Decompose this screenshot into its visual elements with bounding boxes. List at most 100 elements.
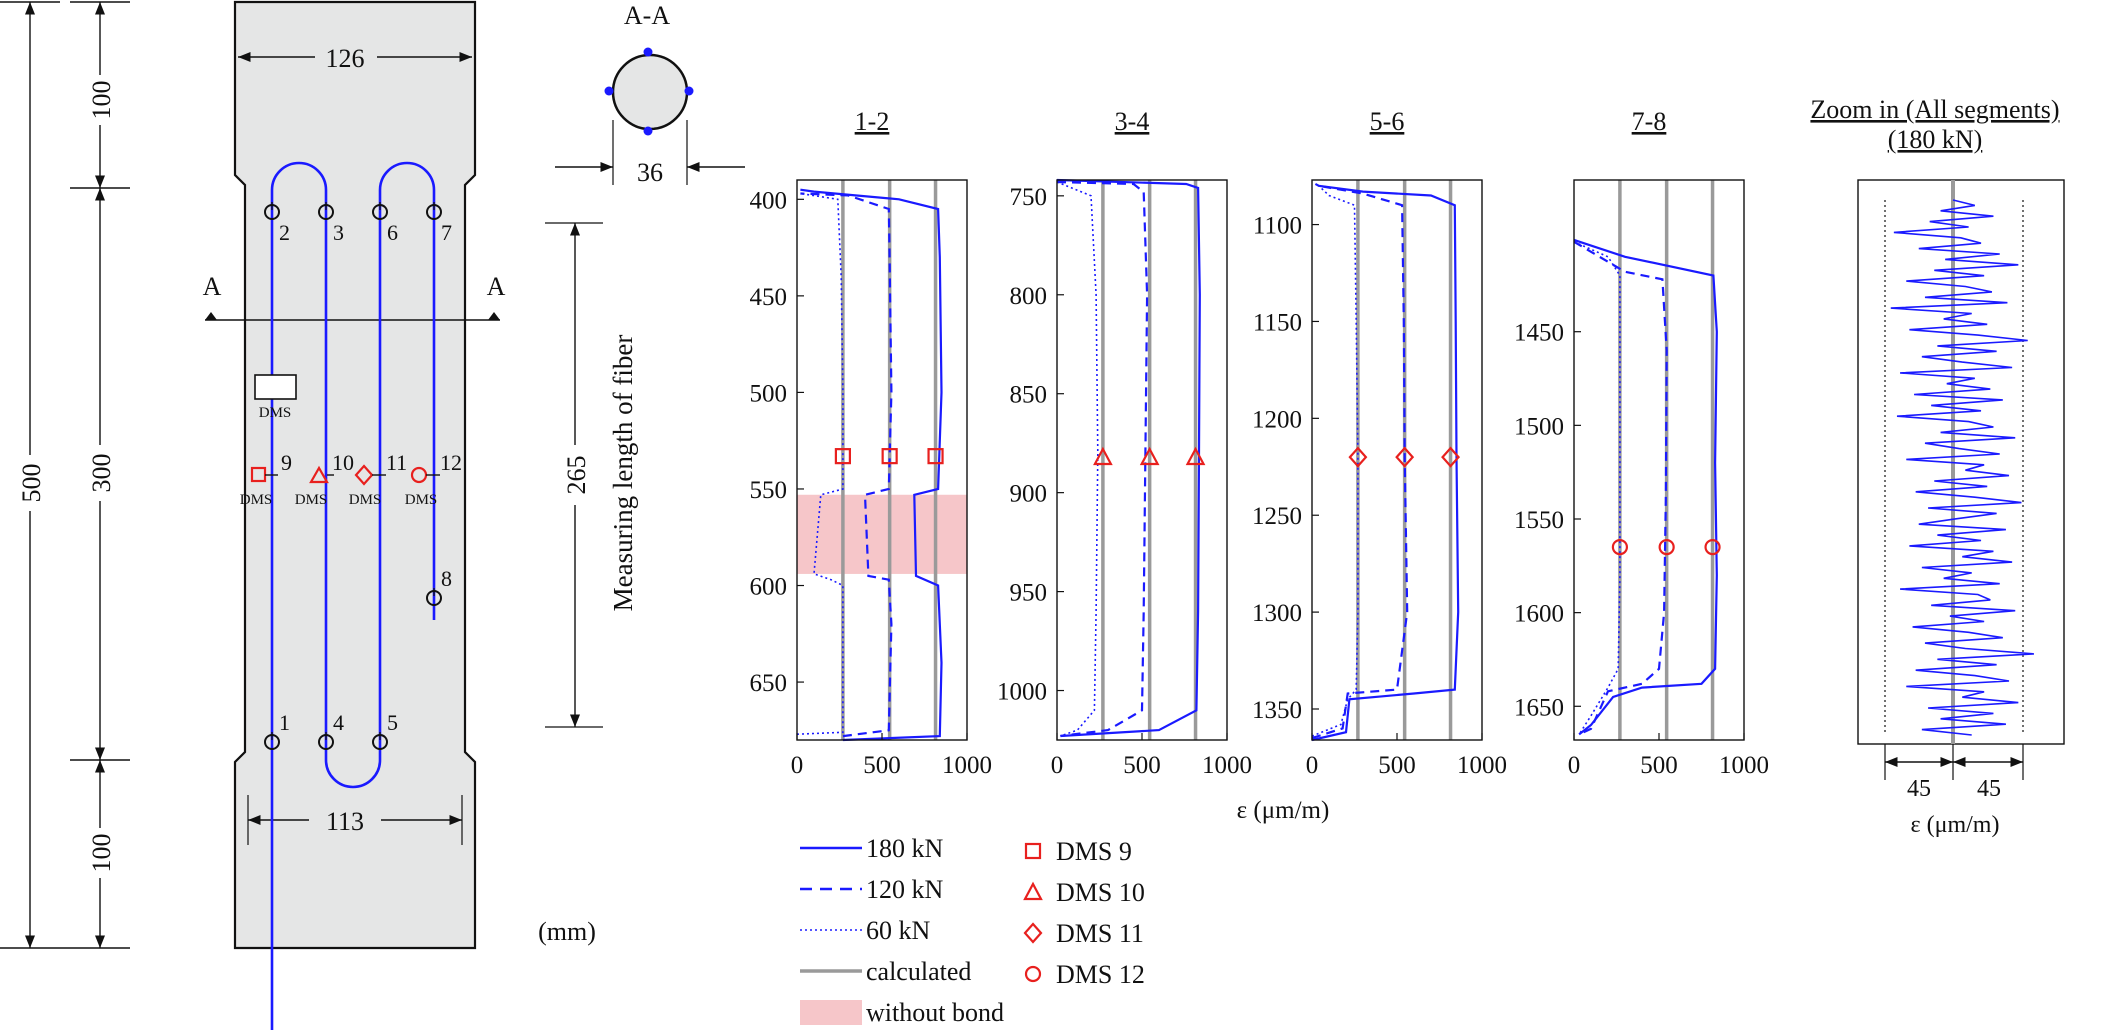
- x-tick-label: 500: [863, 752, 901, 779]
- legend-label: 120 kN: [866, 875, 944, 904]
- section-mark-right: A: [487, 272, 506, 301]
- dms-rectangle: [254, 374, 297, 400]
- y-tick-label: 500: [750, 380, 788, 407]
- dms-marker-square: [834, 448, 852, 465]
- section-title: A-A: [624, 1, 670, 30]
- zoom-title-2: (180 kN): [1888, 125, 1983, 154]
- dms-marker-diamond: [1395, 446, 1415, 468]
- y-tick-label: 1100: [1253, 213, 1302, 240]
- series-line-dash: [800, 192, 893, 738]
- gauge-10-dms: DMS: [295, 492, 328, 508]
- dms-marker-circle: [1704, 538, 1721, 556]
- x-tick-label: 500: [1378, 752, 1416, 779]
- x-tick-label: 0: [1306, 752, 1319, 779]
- dms-marker-triangle: [1185, 446, 1206, 466]
- measuring-point-label: 5: [387, 710, 398, 735]
- zoom-frame: [1857, 179, 2065, 745]
- strain-gauges: 9 10 11 12 DMS DMS DMS DMS: [240, 450, 462, 508]
- x-tick-label: 500: [1640, 752, 1678, 779]
- series-line-dash: [1056, 180, 1149, 738]
- dms-marker-square: [1024, 842, 1042, 860]
- y-tick-label: 1350: [1252, 697, 1302, 724]
- dms-marker-triangle: [1093, 446, 1113, 466]
- x-tick-label: 1000: [1719, 752, 1769, 779]
- y-tick-label: 1450: [1514, 320, 1564, 347]
- chart-title: 5-6: [1370, 107, 1405, 136]
- y-tick-label: 1000: [997, 679, 1047, 706]
- y-tick-label: 950: [1010, 580, 1048, 607]
- chart-title: 7-8: [1632, 107, 1667, 136]
- dim-bottom: 100: [87, 834, 116, 873]
- legend-label: 180 kN: [866, 834, 944, 863]
- zoom-left-45: 45: [1907, 776, 1931, 802]
- dms-marker-circle: [1611, 538, 1629, 556]
- x-tick-label: 0: [791, 752, 804, 779]
- measuring-length-label: Measuring length of fiber: [608, 335, 638, 612]
- y-tick-label: 850: [1010, 382, 1048, 409]
- dim-top: 100: [87, 81, 116, 120]
- section-mark-left: A: [203, 272, 222, 301]
- dim-middle: 300: [87, 454, 116, 493]
- dms-marker-diamond: [1348, 446, 1368, 468]
- series-line-solid: [1573, 238, 1718, 736]
- chart-title: 3-4: [1115, 107, 1150, 136]
- measuring-point-label: 3: [333, 220, 344, 245]
- measuring-point-label: 6: [387, 220, 398, 245]
- gauge-9-label: 9: [281, 450, 292, 475]
- legend-label: without bond: [866, 998, 1004, 1027]
- series-line-dot: [1573, 241, 1621, 735]
- y-tick-label: 1500: [1514, 413, 1564, 440]
- legend-label: DMS 9: [1056, 837, 1132, 866]
- dms-marker-diamond: [1023, 922, 1043, 944]
- gauge-12-dms: DMS: [405, 492, 438, 508]
- unbonded-region: [797, 494, 967, 574]
- legend-label: DMS 11: [1056, 919, 1144, 948]
- measuring-point-label: 4: [333, 710, 344, 735]
- series-line-dash: [1573, 240, 1668, 736]
- measuring-length-value: 265: [562, 456, 591, 495]
- dms-marker-circle: [1024, 965, 1042, 983]
- zoom-right-45: 45: [1977, 776, 2001, 802]
- width-bottom: 113: [326, 807, 364, 836]
- y-tick-label: 650: [750, 670, 788, 697]
- gauge-11-dms: DMS: [349, 492, 382, 508]
- series-line-solid: [1056, 178, 1201, 738]
- y-tick-label: 600: [750, 574, 788, 601]
- section-circle: [611, 53, 689, 131]
- x-tick-label: 0: [1051, 752, 1064, 779]
- measuring-point-label: 8: [441, 566, 452, 591]
- y-tick-label: 900: [1010, 481, 1048, 508]
- y-tick-label: 400: [750, 187, 788, 214]
- measuring-point-label: 1: [279, 710, 290, 735]
- y-tick-label: 450: [750, 284, 788, 311]
- dms-marker-diamond: [1441, 446, 1461, 468]
- y-tick-label: 1600: [1514, 601, 1564, 628]
- x-tick-label: 0: [1568, 752, 1581, 779]
- gauge-9-dms: DMS: [240, 492, 273, 508]
- y-tick-label: 750: [1010, 184, 1048, 211]
- chart-title: 1-2: [855, 107, 890, 136]
- unit-label: (mm): [538, 917, 596, 946]
- dms-rectangle-label: DMS: [259, 405, 292, 421]
- y-tick-label: 1250: [1252, 503, 1302, 530]
- charts-xlabel: ε (μm/m): [1237, 797, 1330, 824]
- legend-swatch-pink: [800, 1000, 862, 1025]
- section-diameter: 36: [637, 158, 663, 187]
- dms-marker-square: [881, 448, 898, 465]
- y-tick-label: 1200: [1252, 406, 1302, 433]
- series-line-dot: [1311, 185, 1359, 737]
- y-tick-label: 550: [750, 477, 788, 504]
- zoom-title-1: Zoom in (All segments): [1810, 95, 2059, 124]
- series-line-solid: [800, 188, 943, 742]
- dim-total: 500: [17, 464, 46, 503]
- zoom-trace: [1890, 199, 2034, 736]
- dms-marker-square: [927, 448, 944, 465]
